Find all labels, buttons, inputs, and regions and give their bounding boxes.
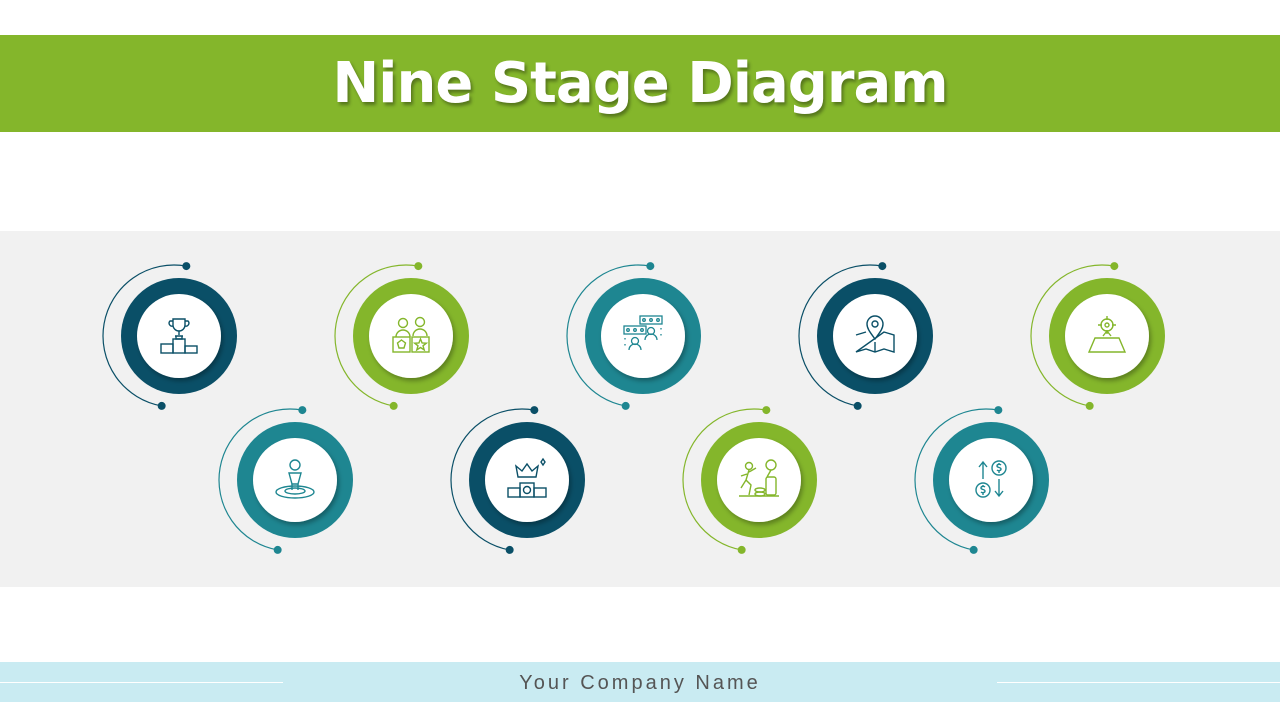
stage-4 <box>449 405 599 555</box>
stage-1-arc-dot-bottom <box>157 401 166 410</box>
footer-bar: Your Company Name <box>0 662 1280 702</box>
stage-4-ring <box>450 406 585 554</box>
stage-8-inner-disc <box>949 438 1033 522</box>
stage-9-arc <box>1030 264 1115 407</box>
stage-5-inner-disc <box>601 294 685 378</box>
stage-2-arc-dot-top <box>298 406 307 415</box>
stage-2-arc-dot-bottom <box>273 545 282 554</box>
stage-5-ring <box>566 262 701 410</box>
stage-8-ring <box>914 406 1049 554</box>
stage-2 <box>217 405 367 555</box>
stage-8-arc-dot-bottom <box>969 545 978 554</box>
footer-divider-right <box>997 682 1280 683</box>
stage-6-arc-dot-bottom <box>737 545 746 554</box>
stage-6-inner-disc <box>717 438 801 522</box>
stage-6-arc-dot-top <box>762 406 771 415</box>
stage-5-arc-dot-top <box>646 262 655 271</box>
candidates-podium-icon <box>392 316 430 353</box>
stage-8-arc-dot-top <box>994 406 1003 415</box>
page-title: Nine Stage Diagram <box>332 51 948 116</box>
title-bar: Nine Stage Diagram <box>0 35 1280 132</box>
stage-4-arc-dot-top <box>530 406 539 415</box>
stage-8-arc <box>914 408 999 551</box>
map-pin-icon <box>855 315 895 353</box>
climber-goal-icon <box>739 459 779 497</box>
footer-divider-left <box>0 682 283 683</box>
stage-9-inner-disc <box>1065 294 1149 378</box>
stage-5-arc <box>566 264 651 407</box>
crown-podium-icon <box>507 457 547 498</box>
stage-4-arc <box>450 408 535 551</box>
stage-1-arc <box>102 264 187 407</box>
stage-1 <box>101 261 251 411</box>
stage-9-ring <box>1030 262 1165 410</box>
stage-6-ring <box>682 406 817 554</box>
stage-9 <box>1029 261 1179 411</box>
stage-4-arc-dot-bottom <box>505 545 514 554</box>
stage-5 <box>565 261 715 411</box>
star-ratings-icon <box>623 315 663 351</box>
company-name: Your Company Name <box>519 672 761 694</box>
stage-9-arc-dot-bottom <box>1085 401 1094 410</box>
stage-3-inner-disc <box>369 294 453 378</box>
stage-2-ring <box>218 406 353 554</box>
stage-1-arc-dot-top <box>182 262 191 271</box>
stage-7-arc-dot-top <box>878 262 887 271</box>
stage-3-arc-dot-bottom <box>389 401 398 410</box>
stage-2-inner-disc <box>253 438 337 522</box>
stage-5-arc-dot-bottom <box>621 401 630 410</box>
stage-7-inner-disc <box>833 294 917 378</box>
stage-9-arc-dot-top <box>1110 262 1119 271</box>
stage-6-arc <box>682 408 767 551</box>
stage-3-arc-dot-top <box>414 262 423 271</box>
stage-2-arc <box>218 408 303 551</box>
stage-4-inner-disc <box>485 438 569 522</box>
stage-3-arc <box>334 264 419 407</box>
map-target-icon <box>1087 316 1127 353</box>
stage-7-arc <box>798 264 883 407</box>
stage-7 <box>797 261 947 411</box>
stage-7-ring <box>798 262 933 410</box>
stage-8 <box>913 405 1063 555</box>
stage-6 <box>681 405 831 555</box>
stage-3 <box>333 261 483 411</box>
trophy-podium-icon <box>160 318 198 354</box>
stage-3-ring <box>334 262 469 410</box>
person-target-icon <box>275 459 315 499</box>
stage-7-arc-dot-bottom <box>853 401 862 410</box>
dollar-exchange-icon <box>975 460 1007 498</box>
